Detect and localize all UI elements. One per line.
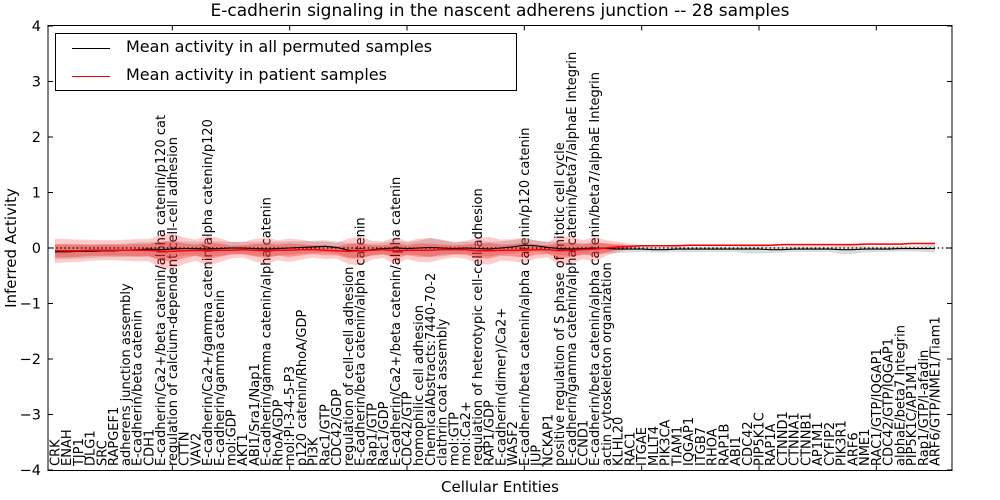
x-tick-label: JUP [530, 445, 545, 467]
x-tick-label: Rap1/GTP [365, 403, 380, 466]
y-tick-label: 1 [32, 186, 41, 202]
x-tick-label: RAP1/GDP [483, 400, 498, 466]
x-tick-label: Rac1/GDP [377, 401, 392, 466]
x-tick-label: mol:PI-3-4-5-P3 [283, 366, 298, 466]
x-tick-label: positive regulation of S phase of mitoti… [553, 142, 568, 466]
x-tick-label: RAP1B [717, 424, 732, 466]
x-tick-label: WASF2 [506, 421, 521, 466]
y-tick-label: 0 [32, 241, 41, 257]
x-tick-label: alphaE/beta7 Integrin [893, 325, 908, 466]
x-tick-label: ITGAE [635, 427, 650, 466]
x-tick-label: RAP1A [764, 423, 779, 466]
y-tick-label: −4 [20, 463, 41, 479]
x-tick-label: adherens junction assembly [119, 283, 134, 466]
y-tick-label: −1 [20, 297, 41, 313]
legend-item-permuted: Mean activity in all permuted samples [56, 34, 516, 62]
x-tick-label: CYFIP2 [823, 422, 838, 466]
x-tick-label: E-cadherin(dimer)/Ca2+ [494, 308, 509, 466]
x-tick-label: KLHL20 [612, 417, 627, 466]
x-tick-label: CTNND1 [776, 411, 791, 466]
x-tick-label: E-cadherin/beta catenin [131, 310, 146, 466]
x-tick-label: SRC [95, 440, 110, 466]
x-tick-label: PIK3R1 [835, 420, 850, 466]
x-tick-label: Rap1/GTP/l-afadin [917, 350, 932, 466]
x-tick-label: VAV2 [189, 433, 204, 466]
x-tick-label: ARF6 [846, 432, 861, 466]
x-tick-label: p120 catenin/RhoA/GDP [295, 310, 310, 466]
x-tick-label: CRK [49, 439, 64, 466]
x-tick-label: mol:Ca2+ [459, 401, 474, 466]
x-tick-label: RHOA [706, 428, 721, 466]
x-tick-label: ChemicalAbstracts:7440-70-2 [424, 273, 439, 466]
x-tick-label: E-cadherin/Ca2+/gamma catenin/alpha cate… [201, 119, 216, 466]
patient-range-inner-band [55, 241, 935, 262]
permuted-line-swatch [72, 47, 110, 49]
x-tick-label: IQGAP1 [682, 417, 697, 466]
x-tick-label: NME1 [858, 429, 873, 466]
x-tick-label: ABI1 [729, 436, 744, 466]
y-tick-label: 4 [32, 19, 41, 35]
x-tick-label: mol:GDP [225, 409, 240, 466]
x-tick-label: clathrin coat assembly [436, 318, 451, 466]
x-tick-label: CTNNA1 [788, 412, 803, 466]
y-tick-label: −2 [20, 352, 41, 368]
x-tick-label: NCKAP1 [541, 414, 556, 466]
x-tick-label: PIP5K1C [753, 412, 768, 466]
x-tick-label: mol:GTP [447, 412, 462, 466]
x-tick-label: CTNNB1 [799, 412, 814, 466]
x-tick-label: RAPGEF1 [107, 407, 122, 466]
x-tick-label: TJP1 [72, 438, 87, 467]
x-tick-label: CCND1 [577, 420, 592, 466]
x-tick-label: ITGB7 [694, 427, 709, 466]
x-tick-label: regulation of cell-cell adhesion [342, 267, 357, 466]
x-tick-label: PIP5K1C/AP1M1 [905, 363, 920, 466]
patient-mean-line [55, 242, 935, 253]
patient-range-outer-band [55, 233, 935, 270]
x-tick-label: actin cytoskeleton organization [600, 262, 615, 466]
x-axis-label: Cellular Entities [441, 478, 559, 496]
permuted-mean-line [55, 244, 935, 253]
patient-line-swatch [72, 75, 110, 77]
x-tick-label: E-cadherin/Ca2+/beta catenin/alpha caten… [154, 115, 169, 466]
x-tick-label: Rac1/GTP [318, 404, 333, 466]
x-tick-label: homophilic cell adhesion [412, 305, 427, 466]
x-tick-label: AKT1 [236, 433, 251, 466]
x-tick-label: E-cadherin/gamma catenin/alpha catenin/b… [565, 52, 580, 466]
x-tick-label: RAC1/GTP/IQGAP1 [870, 348, 885, 466]
y-tick-label: 2 [32, 130, 41, 146]
x-tick-label: TIAM1 [670, 426, 685, 467]
x-tick-label: ARF6/GTP/NME1/Tiam1 [929, 316, 944, 466]
legend-item-patient: Mean activity in patient samples [56, 62, 516, 90]
x-tick-label: RAC1 [623, 431, 638, 466]
legend: Mean activity in all permuted samples Me… [55, 33, 517, 91]
x-tick-label: PI3K [307, 437, 322, 466]
y-tick-label: −3 [20, 408, 41, 424]
x-tick-label: E-cadherin/beta catenin/alpha catenin/be… [588, 72, 603, 466]
x-tick-label: CDH1 [142, 429, 157, 466]
y-tick-label: 3 [32, 75, 41, 91]
y-axis-label: Inferred Activity [2, 188, 20, 308]
x-tick-label: regulation of heterotypic cell-cell adhe… [471, 188, 486, 466]
x-tick-label: E-cadherin/beta catenin/alpha catenin [354, 217, 369, 466]
x-tick-label: CDC42/GTP/IQGAP1 [882, 338, 897, 466]
chart-title: E-cadherin signaling in the nascent adhe… [210, 1, 790, 21]
x-tick-label: CDC42 [741, 421, 756, 466]
x-tick-label: ABI1/Sra1/Nap1 [248, 363, 263, 466]
x-tick-label: PIK3CA [659, 419, 674, 466]
legend-label-permuted: Mean activity in all permuted samples [126, 37, 433, 56]
x-tick-label: E-cadherin/beta catenin/alpha catenin/p1… [518, 127, 533, 466]
legend-label-patient: Mean activity in patient samples [126, 65, 387, 84]
x-tick-label: E-cadherin/gamma catenin/alpha catenin [260, 197, 275, 466]
x-tick-label: RhoA/GDP [271, 399, 286, 466]
x-tick-label: AP1M1 [811, 422, 826, 467]
x-tick-label: E-cadherin/gamma catenin [213, 290, 228, 466]
x-tick-label: MLLT4 [647, 426, 662, 466]
x-tick-label: regulation of calcium-dependent cell-cel… [166, 137, 181, 466]
x-tick-label: ENAH [60, 429, 75, 466]
x-tick-label: DLG1 [84, 430, 99, 466]
x-tick-label: CDC42/GDP [330, 389, 345, 466]
x-tick-label: CTTN [178, 432, 193, 466]
x-tick-label: CDC42/GTP [401, 391, 416, 466]
x-tick-label: E-cadherin/Ca2+/beta catenin/alpha caten… [389, 177, 404, 466]
